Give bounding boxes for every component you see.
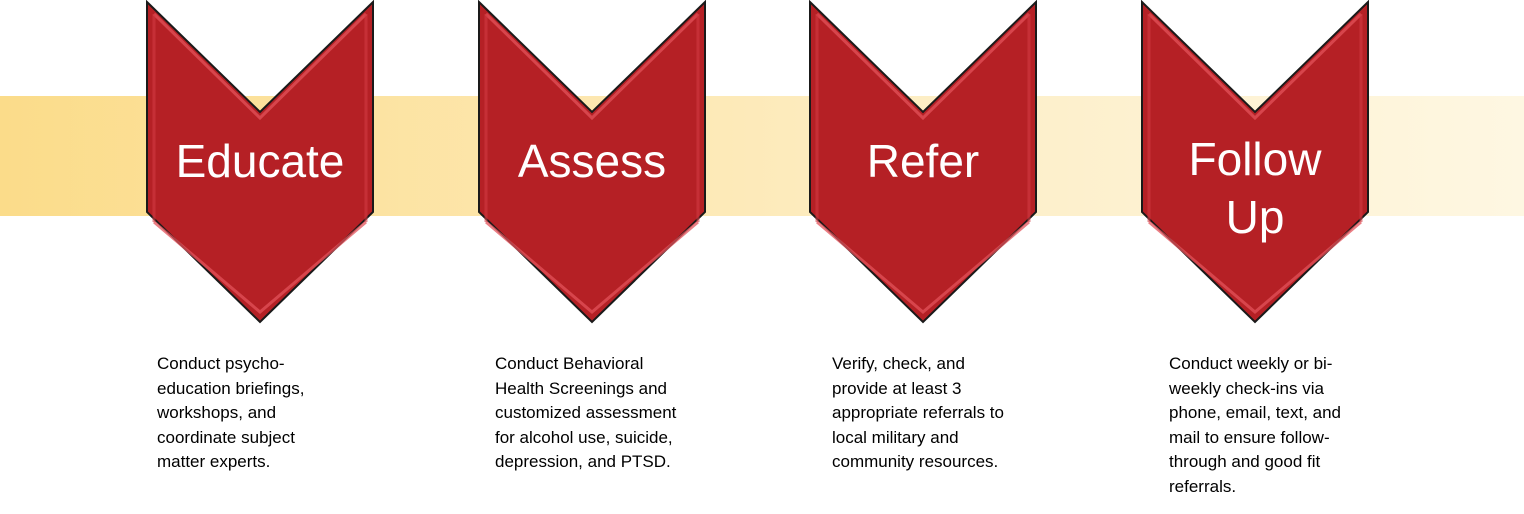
chevron-shape xyxy=(1141,0,1369,324)
step-educate: Educate xyxy=(146,0,374,330)
step-description-assess: Conduct Behavioral Health Screenings and… xyxy=(495,354,677,471)
step-description-educate: Conduct psycho- education briefings, wor… xyxy=(157,354,305,471)
step-description-refer: Verify, check, and provide at least 3 ap… xyxy=(832,354,1004,471)
step-description-follow-up: Conduct weekly or bi- weekly check-ins v… xyxy=(1169,354,1342,496)
step-title: Educate xyxy=(175,135,345,187)
step-title: Follow Up xyxy=(1188,133,1322,243)
chevron-shape xyxy=(478,0,706,324)
step-assess: Assess xyxy=(478,0,706,330)
step-title: Assess xyxy=(517,135,667,187)
step-refer: Refer xyxy=(809,0,1037,330)
chevron-shape xyxy=(809,0,1037,324)
step-follow-up: Follow Up xyxy=(1141,0,1369,330)
chevron-shape xyxy=(146,0,374,324)
step-title: Refer xyxy=(866,135,980,187)
